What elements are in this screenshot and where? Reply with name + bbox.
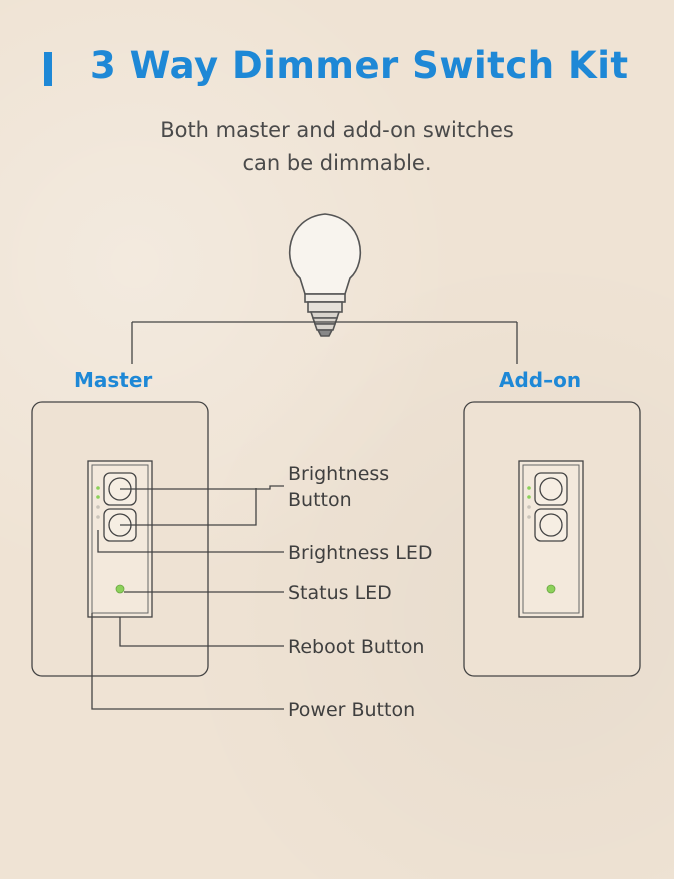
page-title: 3 Way Dimmer Switch Kit <box>90 44 629 87</box>
brightness-button-line-2: Button <box>288 488 352 511</box>
reboot-button-callout: Reboot Button <box>288 636 425 658</box>
addon-brightness-led <box>527 486 531 519</box>
callout-lines <box>91 485 284 710</box>
brightness-button-line-1: Brightness <box>288 463 390 485</box>
subtitle-line-1: Both master and add-on switches <box>160 118 514 142</box>
wiring-lines <box>131 321 518 364</box>
brightness-led-callout: Brightness LED <box>288 542 433 564</box>
power-button-callout: Power Button <box>288 699 416 721</box>
master-label: Master <box>74 368 153 392</box>
addon-switch-inner <box>522 464 580 614</box>
subtitle: Both master and add-on switches can be d… <box>0 114 674 179</box>
light-bulb-icon <box>288 213 362 337</box>
master-status-led <box>115 584 125 594</box>
addon-brightness-down-button[interactable] <box>534 508 568 542</box>
addon-label: Add–on <box>499 368 582 392</box>
brightness-button-callout: Brightness Button <box>288 462 389 513</box>
title-accent-bar <box>44 52 52 86</box>
subtitle-line-2: can be dimmable. <box>242 150 432 175</box>
addon-brightness-up-button[interactable] <box>534 472 568 506</box>
status-led-callout: Status LED <box>288 582 392 604</box>
master-brightness-led <box>96 486 100 519</box>
master-switch-inner <box>91 464 149 614</box>
addon-status-led <box>546 584 556 594</box>
